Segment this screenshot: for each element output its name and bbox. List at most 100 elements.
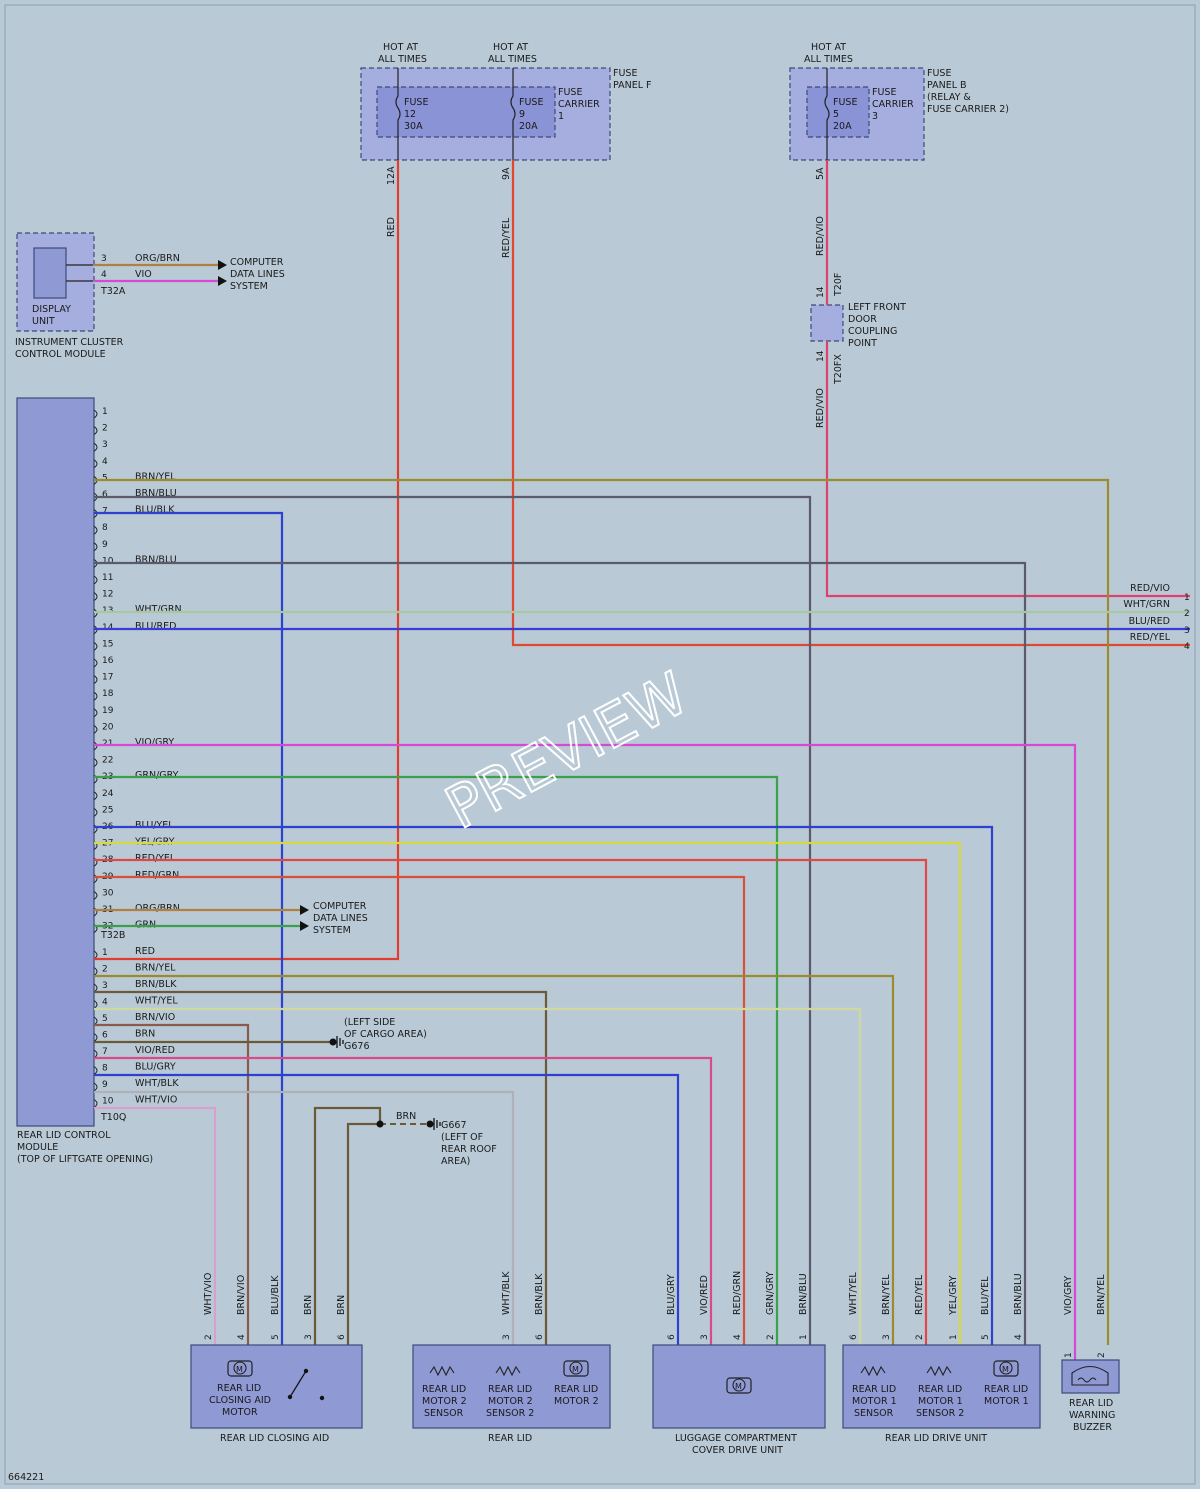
fuse-panel-f-label-2: PANEL F <box>613 80 652 91</box>
fuse-panel-b-label-4: FUSE CARRIER 2) <box>927 104 1009 115</box>
rlcm-arrow-32 <box>300 921 309 931</box>
wire-redyel-label: RED/YEL <box>501 217 512 258</box>
fuse-carrier-3-box <box>806 86 870 138</box>
svg-text:M: M <box>236 1365 243 1374</box>
bottom-wire-pin-2: 5 <box>271 1334 281 1340</box>
rlcm-t32b-pin-15: 15 <box>102 639 113 649</box>
fuse-12-symbol <box>395 68 401 160</box>
wire-t32b-26-bluyel <box>94 825 994 1345</box>
g676-label-1: (LEFT SIDE <box>344 1017 395 1028</box>
coupling-label-2: DOOR <box>848 314 877 325</box>
rlcm-t10q-pin-9: 9 <box>102 1080 108 1090</box>
bottom-wire-label-18: VIO/GRY <box>1063 1276 1074 1315</box>
bottom-wire-label-10: GRN/GRY <box>765 1271 776 1315</box>
bottom-wire-label-16: BLU/YEL <box>980 1276 991 1315</box>
pin-terminal <box>93 675 98 685</box>
fuse-9-pin: 9A <box>501 167 512 180</box>
bottom-wire-pin-14: 2 <box>915 1334 925 1340</box>
rlcm-dest-1: COMPUTER <box>313 901 367 912</box>
pin-terminal <box>93 542 98 552</box>
pin-terminal <box>93 1066 98 1075</box>
bottom-wire-pin-5: 3 <box>502 1334 512 1340</box>
rlcm-t10q-wire-5: BRN/VIO <box>135 1012 175 1023</box>
rear-lid-closing-aid: M REAR LID CLOSING AID MOTOR REAR LID CL… <box>190 1344 363 1444</box>
coupling-connector-bottom: T20FX <box>833 354 844 385</box>
bottom-wire-pin-9: 4 <box>733 1334 743 1340</box>
rlcm-t32b-pin-1: 1 <box>102 407 108 417</box>
bottom-wire-label-12: WHT/YEL <box>848 1272 859 1315</box>
pin-terminal <box>93 459 98 469</box>
ground-g676: (LEFT SIDE OF CARGO AREA) G676 <box>329 1017 427 1052</box>
fuse-12-pin: 12A <box>386 166 397 185</box>
fuse-5-symbol <box>824 68 830 160</box>
rlcm-t32b-pin-18: 18 <box>102 689 114 699</box>
pin-terminal <box>93 774 98 784</box>
instrument-cluster-label-2: CONTROL MODULE <box>15 349 106 360</box>
bottom-wire-label-3: BRN <box>303 1295 314 1315</box>
coupling-label-3: COUPLING <box>848 326 897 337</box>
rlcm-label-2: MODULE <box>17 1142 58 1153</box>
ic-wire-vio: VIO <box>135 269 152 280</box>
bottom-wire-pin-12: 6 <box>849 1334 859 1340</box>
rlcm-t32b-pin-2: 2 <box>102 424 108 434</box>
pin-terminal <box>93 807 98 817</box>
fuse-9-symbol <box>510 68 516 160</box>
ic-pin-3: 3 <box>101 254 107 264</box>
motor-icon: M <box>227 1360 253 1377</box>
rlcm-t10q-wire-3: BRN/BLK <box>135 979 177 990</box>
fuse-5-pin: 5A <box>815 167 826 180</box>
coupling-box <box>810 304 844 342</box>
rlcm-t32b-pin-5: 5 <box>102 473 108 483</box>
wire-redvio-right <box>825 341 1190 598</box>
ground-g667-icon <box>433 1118 441 1130</box>
ground-g667: BRN G667 (LEFT OF REAR ROOF AREA) <box>376 1111 497 1167</box>
rlcm-t32b-wire-21: VIO/GRY <box>135 737 174 748</box>
wire-t10q-7-viored <box>94 1056 713 1345</box>
rlcm-t32b-wire-23: GRN/GRY <box>135 770 179 781</box>
bottom-wire-label-8: VIO/RED <box>699 1275 710 1315</box>
rlcm-t10q-wire-10: WHT/VIO <box>135 1095 177 1106</box>
svg-text:M: M <box>735 1382 742 1391</box>
wire-t10q-10-whtvio <box>94 1106 217 1345</box>
rlcm-t32b-pin-20: 20 <box>102 722 114 732</box>
drive-item1-1: REAR LID <box>852 1384 896 1395</box>
rlcm-connector-t32b: T32B <box>100 930 125 941</box>
bottom-wire-pin-18: 1 <box>1064 1352 1074 1358</box>
bottom-wire-pin-10: 2 <box>766 1334 776 1340</box>
closing-aid-motor-1: REAR LID <box>217 1383 261 1394</box>
fuse-panel-b-label-2: PANEL B <box>927 80 967 91</box>
rlcm-t32b-wire-26: BLU/YEL <box>135 820 174 831</box>
rlcm-t10q-pin-2: 2 <box>102 965 108 975</box>
ic-pin-4: 4 <box>101 270 107 280</box>
rlcm-connector-t10q: T10Q <box>100 1112 126 1123</box>
rlcm-t32b-pin-30: 30 <box>102 888 114 898</box>
hot-label-f12-1: HOT AT <box>383 42 418 53</box>
g667-label-2: (LEFT OF <box>441 1132 483 1143</box>
bottom-wire-label-14: RED/YEL <box>914 1274 925 1315</box>
rlcm-t32b-pin-3: 3 <box>102 440 108 450</box>
wire-red-label: RED <box>386 217 397 237</box>
wire-t10q-2-brnyel <box>94 974 895 1345</box>
fuse-carrier-1-box <box>376 86 556 138</box>
rlcm-arrow-31 <box>300 905 309 915</box>
rlcm-t10q-wire-9: WHT/BLK <box>135 1078 179 1089</box>
pin-terminal <box>93 708 98 718</box>
rlcm-t10q-pin-7: 7 <box>102 1047 108 1057</box>
fuse-panel-b-label-1: FUSE <box>927 68 951 79</box>
pin-terminal <box>93 608 98 618</box>
wire-t32b-10-brnblu <box>94 561 1027 1345</box>
rear-lid-item2-1: REAR LID <box>488 1384 532 1395</box>
rlcm-t10q-wire-7: VIO/RED <box>135 1045 175 1056</box>
instrument-cluster-control-module: DISPLAY UNIT INSTRUMENT CLUSTER CONTROL … <box>15 232 285 360</box>
rlcm-t32b-pin-22: 22 <box>102 756 113 766</box>
bottom-wire-pin-13: 3 <box>882 1334 892 1340</box>
wire-t32b-7-blublk <box>94 511 284 1345</box>
bottom-wire-pin-1: 4 <box>237 1334 247 1340</box>
fuse-5-label-3: 20A <box>833 121 852 132</box>
pin-terminal <box>93 575 98 585</box>
rear-lid-item1-2: MOTOR 2 <box>422 1396 467 1407</box>
right-edge-pin-1: 1 <box>1184 593 1190 603</box>
pin-terminal <box>93 641 98 651</box>
